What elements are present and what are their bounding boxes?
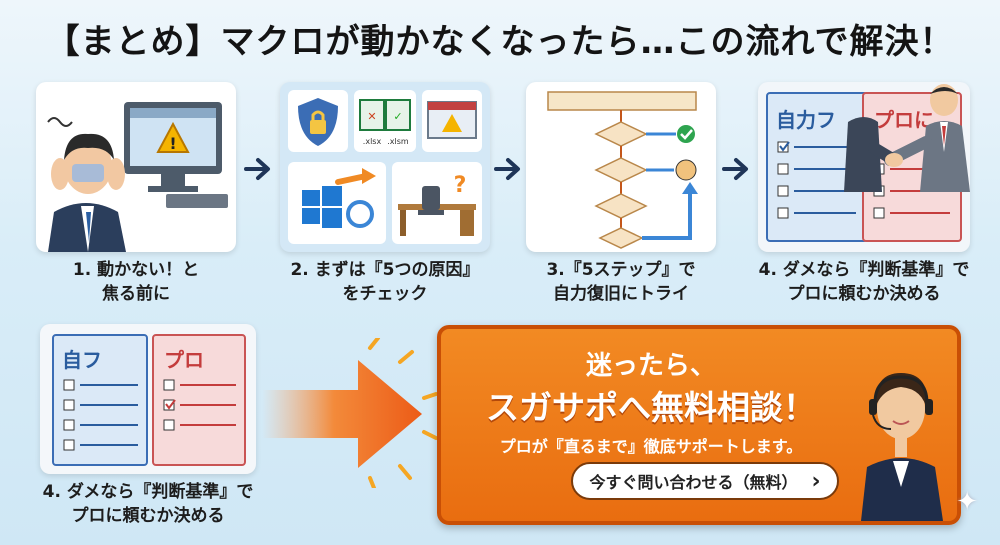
arrow-right-icon [244,158,270,180]
step4-label: 4. ダメなら『判断基準』で プロに頼むか決める [742,258,986,306]
self-doc-short-title: 自フ [62,348,102,372]
step2-line2: をチェック [342,284,428,304]
stressed-person-illustration: ! [47,102,228,252]
svg-text:?: ? [454,173,467,198]
xlsx-label: .xlsx [363,137,382,146]
contact-button-label: 今すぐ問い合わせる（無料） [589,473,798,492]
shield-lock-icon [298,98,338,146]
excel-file-icon: ✕ ✓ .xlsx .xlsm [359,99,411,146]
cta-subtext: プロが『直るまで』徹底サポートします。 [499,437,803,456]
step3-label: 3.『5ステップ』で 自力復旧にトライ [516,258,726,306]
svg-text:✓: ✓ [393,110,402,123]
xlsm-label: .xlsm [387,137,409,146]
big-arrow-icon [262,338,438,488]
support-person-icon [675,159,697,181]
step2-line1: 2. まずは『5つの原因』 [290,260,480,280]
svg-text:!: ! [169,134,176,153]
step2-label: 2. まずは『5つの原因』 をチェック [272,258,498,306]
contact-button[interactable]: 今すぐ問い合わせる（無料） › [571,462,839,500]
step4b-line1: 4. ダメなら『判断基準』で [42,482,254,502]
windows-update-icon [302,168,376,228]
step3-card [526,82,716,252]
step4-line1: 4. ダメなら『判断基準』で [758,260,970,280]
svg-text:✕: ✕ [367,110,376,123]
pro-doc-title: プロに [874,108,934,132]
step4b-card: 自フ プロ [40,324,256,474]
step1-line1: 1. 動かない！と [72,260,200,280]
self-doc-title: 自力フ [776,108,836,132]
step1-label: 1. 動かない！と 焦る前に [28,258,244,306]
page-title: 【まとめ】マクロが動かなくなったら…この流れで解決！ [45,22,955,62]
step4-card: 自力フ プロに [758,82,970,252]
error-window-icon [427,101,477,139]
pro-document-small: プロ [152,334,246,466]
check-icon [677,125,695,143]
step3-line1: 3.『5ステップ』で [546,260,696,280]
sparkle-icon: ✦ [956,487,978,517]
cta-headline: スガサポへ無料相談！ [486,388,816,427]
flowchart-illustration [547,91,698,249]
operator-avatar [861,373,943,521]
self-repair-document-small: 自フ [52,334,148,466]
cta-panel: 迷ったら、 スガサポへ無料相談！ プロが『直るまで』徹底サポートします。 今すぐ… [437,325,961,525]
arrow-right-icon [494,158,520,180]
step1-card: ! [36,82,236,252]
step4b-line2: プロに頼むか決める [71,506,225,526]
handshake-illustration [844,84,970,192]
step1-line2: 焦る前に [102,284,170,304]
step4b-label: 4. ダメなら『判断基準』で プロに頼むか決める [30,480,266,528]
step4-line2: プロに頼むか決める [787,284,941,304]
chevron-right-icon: › [811,468,821,494]
desk-chair-icon: ? [398,173,476,236]
pro-doc-short-title: プロ [164,348,204,372]
cta-line1: 迷ったら、 [585,351,716,381]
arrow-right-icon [722,158,748,180]
step2-card: ✕ ✓ .xlsx .xlsm ? [280,82,490,252]
step3-line2: 自力復旧にトライ [553,284,689,304]
